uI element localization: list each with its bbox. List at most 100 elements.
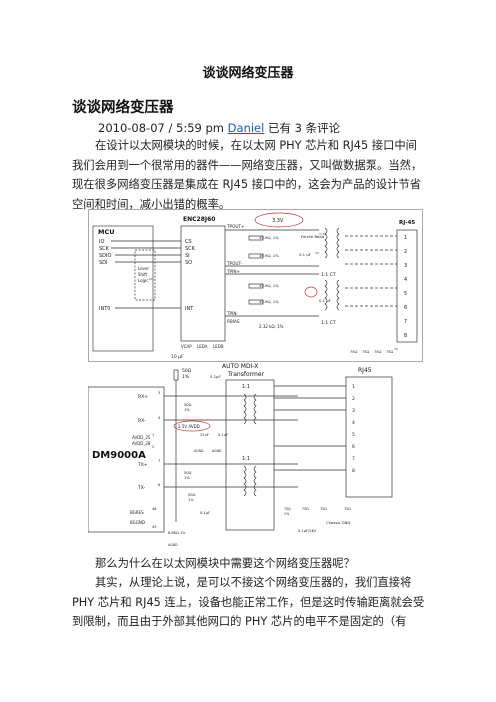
resistor (248, 299, 264, 305)
document-title: 谈谈网络变压器 (202, 66, 294, 81)
capacitor-label: 0.1 μF (299, 252, 311, 257)
chip-pin: SO (185, 260, 192, 266)
ferrite-note: (1,3) (319, 232, 326, 236)
chip-pin: RX- (138, 418, 146, 424)
transformer-title: AUTO MDI-X (222, 363, 258, 370)
resistor-label: 49.9Ω, 1% (259, 283, 279, 288)
pin-number: 48 (152, 507, 156, 511)
resistor-label: 75Ω (302, 507, 309, 511)
level-shift-label: Shift (138, 272, 148, 277)
resistor-label: 75Ω (386, 350, 393, 354)
answer-paragraph: 其实，从理论上说，是可以不接这个网络变压器的，我们直接将 PHY 芯片和 RJ4… (72, 573, 432, 632)
mcu-pin: SDI (99, 260, 108, 266)
transformer-title: Transformer (227, 371, 265, 378)
pin-number: 7 (158, 459, 160, 463)
author-link[interactable]: Daniel (227, 121, 265, 135)
resistor-label: 75Ω (344, 507, 351, 511)
ground-label: AGND (194, 449, 204, 453)
pin-number: 8 (158, 483, 160, 487)
rj45-connector (396, 229, 418, 343)
pin-number: 2 (152, 445, 154, 449)
resistor-label: 2.32 kΩ, 1% (259, 324, 284, 329)
intro-line: 空间和时间，减小出错的概率。 (72, 197, 231, 211)
resistor-label: 50Ω (188, 493, 196, 497)
intro-line: 我们会用到一个很常用的器件——网络变压器，又叫做数据泵。当然， (72, 158, 423, 172)
transformer-label: 1:1 CT (321, 320, 336, 326)
resistor-label: 6.8KΩ 1% (168, 531, 186, 535)
mcu-pin: IO (99, 239, 104, 245)
rj45-pin: 6 (352, 444, 355, 450)
comment-count: 已有 3 条评论 (267, 121, 341, 135)
chip-pin: CS (185, 239, 192, 245)
supply-highlight (254, 212, 304, 228)
chip-pin: TPIN+ (226, 269, 240, 274)
capacitor-highlight (304, 286, 318, 298)
supply-label: 2.5V AVDD (178, 424, 200, 429)
transformer-coil (243, 393, 247, 425)
pin-number: 1 (152, 433, 154, 437)
resistor-label: 75Ω (374, 350, 381, 354)
resistor-label: 1% (284, 512, 289, 516)
rj45-pin: 4 (352, 420, 355, 426)
capacitor-label: 0.1μF/2KV (298, 529, 317, 533)
resistor (248, 253, 264, 259)
enc28j60-label: ENC28J60 (183, 216, 215, 223)
mcu-pin: INT0 (99, 306, 110, 312)
chip-pin: RX+ (138, 394, 148, 400)
answer-line: PHY 芯片和 RJ45 连上，设备也能正常工作，但是这时传输距离就会受 (72, 595, 425, 609)
capacitor-label: 0.1uF (218, 433, 228, 437)
rj45-pin: 1 (404, 235, 407, 241)
transformer-coil (243, 465, 247, 497)
capacitor-note: (3) (315, 251, 319, 255)
answer-line: 其实，从理论上说，是可以不接这个网络变压器的，我们直接将 (95, 576, 412, 589)
resistor-label: 75Ω (284, 507, 291, 511)
pin-number: 4 (158, 416, 161, 420)
rj45-pin: 2 (352, 396, 355, 402)
transformer-ratio: 1:1 (242, 456, 250, 462)
resistor-label: 50Ω (184, 471, 192, 475)
resistor-note: (3) (394, 347, 398, 351)
resistor-label: 75Ω (362, 350, 369, 354)
enc28j60-chip (180, 225, 226, 342)
chip-pin: BGGND (130, 520, 145, 525)
resistor-label: 75Ω (320, 507, 327, 511)
ground-label: AGND (168, 543, 178, 547)
intro-paragraph: 在设计以太网模块的时候，在以太网 PHY 芯片和 RJ45 接口中间 我们会用到… (72, 136, 432, 214)
chip-pin: TPOUT+ (226, 224, 245, 229)
resistor (173, 369, 179, 381)
resistor (248, 283, 264, 289)
chip-pin: TPIN- (226, 311, 238, 316)
question-paragraph: 那么为什么在以太网模块中需要这个网络变压器呢？ (72, 554, 432, 574)
rj45-label: RJ-45 (399, 220, 415, 226)
chip-pin: SI (185, 253, 190, 259)
transformer-coil (324, 279, 328, 311)
supply-label: 3.3V (272, 218, 284, 224)
resistor-label: 49.9Ω, 1% (259, 235, 279, 240)
post-meta: 2010-08-07 / 5:59 pm Daniel 已有 3 条评论 (98, 120, 340, 136)
answer-line: 到限制，而且由于外部其他网口的 PHY 芯片的电平不是固定的（有 (72, 615, 407, 629)
chip-pin: TX+ (137, 462, 148, 468)
dm9000a-chip (88, 386, 165, 533)
ground-label: AGND (212, 449, 222, 453)
post-title: 谈谈网络变压器 (72, 100, 174, 116)
resistor-label: 1% (184, 408, 190, 412)
chip-pin: BGRES (130, 510, 144, 515)
mcu-block (92, 225, 154, 352)
rj45-pin: 3 (404, 263, 407, 269)
transformer-coil (253, 465, 257, 497)
enc28j60-schematic: MCU IO SCK SDIO SDI INT0 Level Shift Log… (88, 209, 423, 362)
resistor-label: 1% (184, 476, 190, 480)
rj45-pin: 5 (352, 432, 355, 438)
transformer-coil (336, 227, 340, 259)
capacitor-label: 22uF (200, 433, 209, 437)
transformer-block (225, 379, 275, 531)
rj45-connector (345, 376, 393, 498)
transformer-label: 1:1 CT (321, 272, 336, 278)
rj45-pin: 8 (404, 333, 407, 339)
post-datetime: 2010-08-07 / 5:59 pm (98, 121, 225, 135)
supply-highlight (173, 420, 211, 432)
resistor-label: 50Ω (184, 403, 192, 407)
chip-pin: AVDD_28 (132, 441, 151, 446)
chip-pin: VCAP (181, 344, 192, 349)
mcu-pin: SCK (99, 246, 110, 252)
